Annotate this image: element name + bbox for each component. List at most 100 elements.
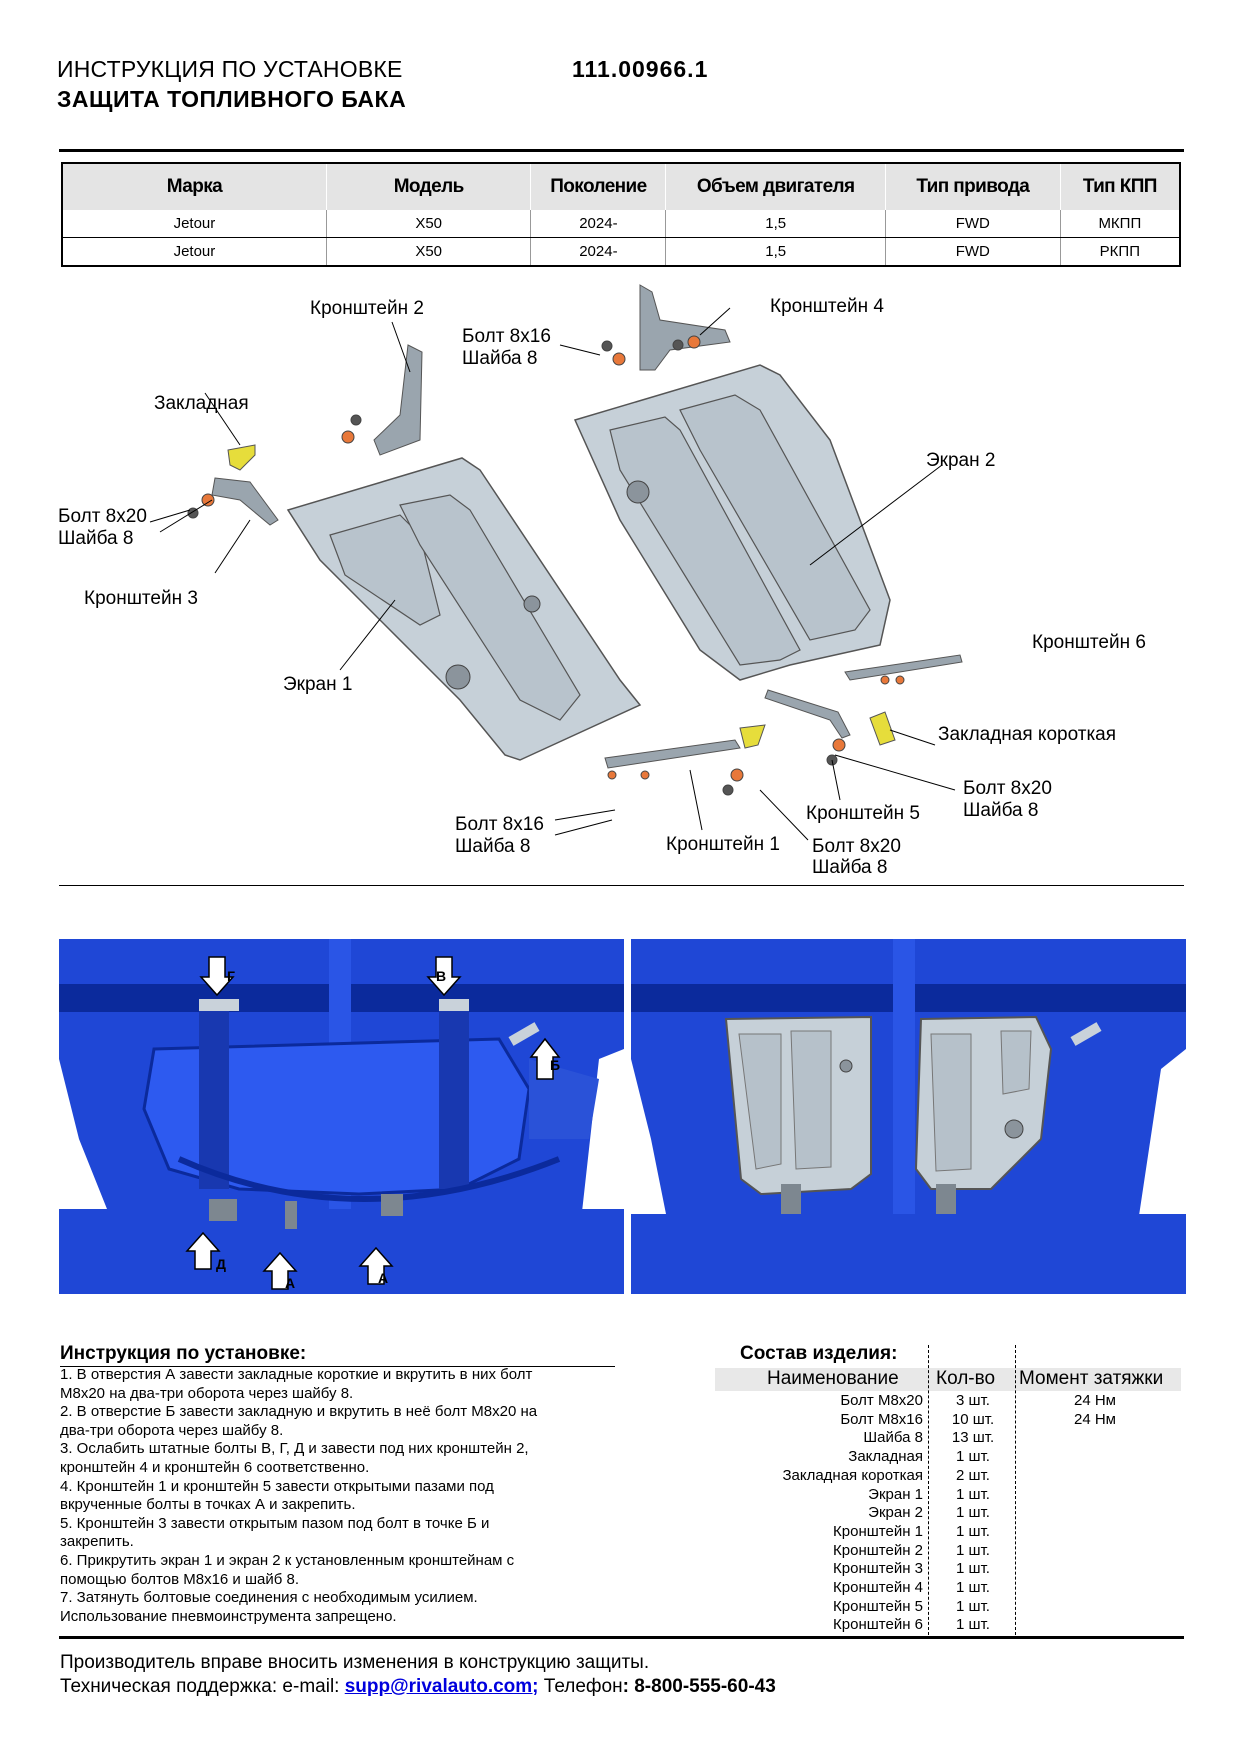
label-bolt-8x16-top: Болт 8x16 — [462, 326, 551, 347]
label-bracket-3: Кронштейн 3 — [84, 588, 198, 609]
label-bracket-2: Кронштейн 2 — [310, 298, 424, 319]
label-washer-right: Шайба 8 — [963, 800, 1039, 821]
composition-item-torque: 24 Нм — [1074, 1410, 1116, 1428]
cell-drive: FWD — [885, 237, 1061, 267]
composition-item-qty: 3 шт. — [956, 1392, 990, 1409]
col-header-generation: Поколение — [530, 163, 667, 210]
instruction-line: 5. Кронштейн 3 завести открытым пазом по… — [60, 1514, 490, 1532]
doc-subtitle: ЗАЩИТА ТОПЛИВНОГО БАКА — [57, 86, 407, 112]
instruction-line: 3. Ослабить штатные болты В, Г, Д и заве… — [60, 1440, 529, 1458]
instruction-line: 2. В отверстие Б завести закладную и вкр… — [60, 1403, 538, 1421]
composition-item-qty: 1 шт. — [956, 1616, 990, 1634]
phone-label: Телефон — [538, 1676, 623, 1697]
cell-generation: 2024- — [530, 210, 667, 238]
label-washer-left: Шайба 8 — [58, 528, 134, 549]
composition-item-qty: 1 шт. — [956, 1504, 990, 1522]
instruction-line: М8х20 на два-три оборота через шайбу 8. — [60, 1384, 354, 1402]
composition-item-name: Кронштейн 1 — [833, 1522, 923, 1540]
bracket-4-drawing — [639, 284, 731, 371]
footer-support: Техническая поддержка: e-mail: supp@riva… — [60, 1676, 776, 1698]
label-bracket-5: Кронштейн 5 — [806, 803, 920, 824]
part-number: 111.00966.1 — [572, 56, 709, 82]
table-header-row: Марка Модель Поколение Объем двигателя Т… — [60, 163, 1181, 210]
instruction-line: вкрученные болты в точках А и закрепить. — [60, 1496, 356, 1514]
marker-b: Б — [550, 1057, 561, 1073]
col-header-brand: Марка — [60, 163, 327, 210]
composition-item-qty: 1 шт. — [956, 1597, 990, 1615]
shield-2-drawing — [573, 364, 891, 681]
footer-divider — [59, 1636, 1184, 1639]
composition-header-bg — [715, 1368, 1181, 1391]
instruction-line: два-три оборота через шайбу 8. — [60, 1421, 284, 1439]
composition-item-qty: 1 шт. — [956, 1579, 990, 1596]
col-header-engine: Объем двигателя — [665, 163, 886, 210]
cell-model: X50 — [326, 237, 532, 267]
table-row: Jetour X50 2024- 1,5 FWD РКПП — [60, 237, 1181, 267]
instruction-line: закрепить. — [60, 1533, 134, 1551]
table-row: Jetour X50 2024- 1,5 FWD МКПП — [60, 210, 1181, 238]
support-email-link[interactable]: supp@rivalauto.com; — [344, 1676, 539, 1697]
label-shield-2: Экран 2 — [926, 450, 996, 471]
marker-a-2: А — [378, 1270, 389, 1286]
composition-item-torque: 24 Нм — [1074, 1392, 1116, 1409]
composition-item-name: Шайба 8 — [863, 1429, 923, 1447]
chassis-photo-after — [631, 939, 1186, 1294]
bracket-3-drawing — [211, 477, 279, 526]
composition-item-qty: 1 шт. — [956, 1522, 990, 1540]
cell-drive: FWD — [885, 210, 1061, 238]
bracket-2-drawing — [373, 344, 423, 456]
doc-title: ИНСТРУКЦИЯ ПО УСТАНОВКЕ — [57, 56, 403, 82]
label-bolt-8x20-left: Болт 8x20 — [58, 506, 147, 527]
label-washer-bottom-2: Шайба 8 — [812, 857, 888, 878]
col-header-gearbox: Тип КПП — [1059, 163, 1181, 210]
instructions-underline — [60, 1366, 615, 1367]
composition-item-name: Болт М8х20 — [840, 1392, 923, 1409]
cell-brand: Jetour — [60, 210, 327, 238]
marker-d: Д — [216, 1256, 226, 1272]
label-washer-bottom: Шайба 8 — [455, 836, 531, 857]
photo-marker-arrows — [185, 956, 561, 1290]
cell-model: X50 — [326, 210, 532, 238]
label-bracket-4: Кронштейн 4 — [770, 296, 884, 317]
bracket-1-drawing — [604, 739, 741, 769]
column-divider — [928, 1345, 929, 1635]
label-insert: Закладная — [154, 393, 249, 414]
shield-1-drawing — [286, 457, 642, 761]
label-bolt-8x20-bottom: Болт 8x20 — [812, 836, 901, 857]
instruction-line: кронштейн 4 и кронштейн 6 соответственно… — [60, 1458, 370, 1476]
header-divider — [59, 149, 1184, 152]
bracket-5-drawing — [764, 689, 851, 739]
composition-header-name: Наименование — [767, 1368, 899, 1389]
instruction-line: Использование пневмоинструмента запрещен… — [60, 1607, 397, 1625]
composition-header-qty: Кол-во — [936, 1368, 996, 1389]
column-divider — [1015, 1345, 1016, 1635]
instruction-line: 6. Прикрутить экран 1 и экран 2 к устано… — [60, 1551, 515, 1569]
cell-gearbox: РКПП — [1060, 237, 1181, 267]
composition-item-name: Экран 2 — [868, 1504, 923, 1522]
composition-item-qty: 1 шт. — [956, 1560, 990, 1578]
label-bracket-1: Кронштейн 1 — [666, 834, 780, 855]
composition-item-qty: 10 шт. — [951, 1410, 995, 1428]
cell-generation: 2024- — [530, 237, 667, 267]
label-shield-1: Экран 1 — [283, 674, 353, 695]
chassis-photo-before — [59, 939, 624, 1294]
instructions-title: Инструкция по установке: — [60, 1343, 307, 1364]
bracket-6-drawing — [844, 654, 963, 681]
composition-header-torque: Момент затяжки — [1019, 1368, 1164, 1389]
composition-item-name: Кронштейн 5 — [833, 1597, 923, 1615]
section-divider — [59, 885, 1184, 886]
label-bolt-8x20-right: Болт 8x20 — [963, 778, 1052, 799]
composition-item-qty: 1 шт. — [956, 1448, 990, 1466]
support-label: Техническая поддержка: e-mail: — [60, 1676, 345, 1697]
marker-g: Г — [227, 968, 235, 984]
composition-item-name: Кронштейн 2 — [833, 1541, 923, 1559]
bolts-washers-drawing — [187, 335, 905, 796]
composition-item-name: Болт М8х16 — [840, 1410, 923, 1428]
support-phone: : 8-800-555-60-43 — [622, 1676, 776, 1697]
composition-item-name: Кронштейн 6 — [833, 1616, 923, 1634]
instruction-line: 1. В отверстия А завести закладные корот… — [60, 1366, 533, 1383]
label-short-insert: Закладная короткая — [938, 724, 1117, 745]
composition-item-name: Экран 1 — [868, 1485, 923, 1503]
instructions-list: 1. В отверстия А завести закладные корот… — [60, 1366, 620, 1626]
col-header-model: Модель — [325, 163, 532, 210]
